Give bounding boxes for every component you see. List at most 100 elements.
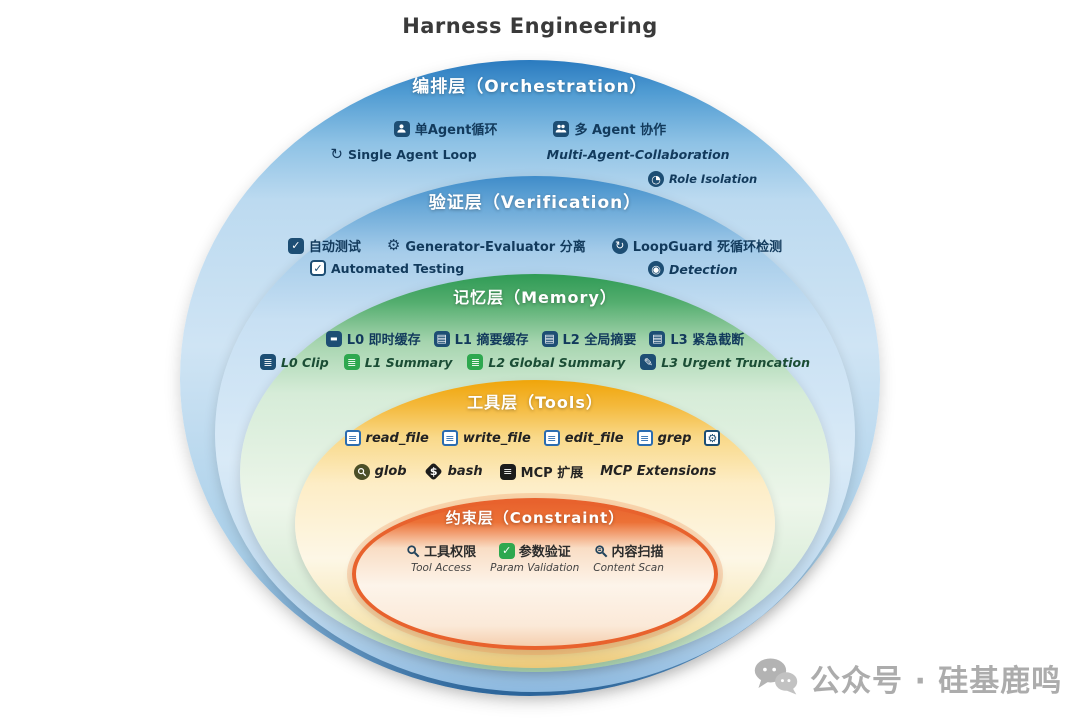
constraint-header: 约束层（Constraint） [445, 509, 625, 527]
l3-truncation-item: L3 Urgent Truncation [640, 354, 810, 370]
auto-test-label: 自动测试 [308, 240, 361, 255]
multi-agent-icon [553, 120, 570, 137]
watermark: 公众号 · 硅基鹿鸣 [752, 656, 1062, 700]
l0-clip-item: L0 Clip [259, 354, 329, 370]
multi-agent-collab-item: Multi-Agent-Collaboration [547, 147, 730, 162]
file-icon [636, 430, 653, 446]
role-isolation-label: Role Isolation [669, 172, 758, 186]
truncation-icon [649, 330, 666, 347]
edit-file-item: edit_file [543, 430, 624, 446]
automated-testing-label: Automated Testing [331, 260, 465, 276]
agent-icon [393, 120, 410, 137]
bash-item: bash [423, 462, 483, 481]
tool-access-label: 工具权限 [424, 545, 477, 560]
content-scan-icon [594, 544, 608, 558]
memory-header: 记忆层（Memory） [453, 288, 617, 307]
global-summary-icon [541, 330, 558, 347]
generator-evaluator-label: Generator-Evaluator 分离 [405, 240, 586, 255]
detection-label: Detection [669, 261, 738, 277]
content-scan-label: 内容扫描 [611, 545, 664, 560]
l1-summary-item: L1 Summary [343, 354, 453, 370]
write-file-label: write_file [462, 430, 531, 446]
pencil-icon [640, 354, 657, 370]
l3-cache-item: L3 紧急截断 [649, 329, 744, 348]
loopguard-item: LoopGuard 死循环检测 [611, 236, 783, 255]
file-icon [441, 430, 458, 446]
summary-doc-icon [343, 354, 360, 370]
tool-access-item: 工具权限 Tool Access [406, 541, 476, 574]
cache-icon [325, 330, 342, 347]
edit-file-label: edit_file [564, 430, 624, 446]
grep-item: grep [636, 430, 692, 446]
l3-cache-label: L3 紧急截断 [670, 333, 745, 348]
orchestration-row2: Single Agent Loop Multi-Agent-Collaborat… [180, 147, 880, 162]
mcp-extensions-label: MCP Extensions [600, 464, 717, 479]
multi-agent-item: 多 Agent 协作 [553, 119, 666, 138]
auto-test-item: 自动测试 [287, 236, 361, 255]
file-icon [543, 430, 560, 446]
single-agent-loop-item: Single Agent Loop [330, 147, 477, 162]
gear-icon [387, 238, 400, 253]
l0-clip-label: L0 Clip [280, 354, 329, 370]
l1-cache-label: L1 摘要缓存 [454, 333, 529, 348]
global-doc-icon [467, 354, 484, 370]
summary-cache-icon [433, 330, 450, 347]
param-check-icon [498, 542, 515, 559]
layer-ellipse-constraint [352, 498, 718, 650]
l0-cache-item: L0 即时缓存 [325, 329, 421, 348]
loopguard-label: LoopGuard 死循环检测 [632, 240, 783, 255]
generator-evaluator-item: Generator-Evaluator 分离 [387, 236, 586, 255]
wechat-icon [752, 656, 800, 700]
bash-label: bash [447, 464, 483, 479]
verification-header: 验证层（Verification） [428, 193, 642, 213]
single-agent-item: 单Agent循环 [393, 119, 498, 138]
content-scan-sub: Content Scan [593, 562, 664, 574]
refresh-icon [330, 147, 343, 162]
l3-truncation-label: L3 Urgent Truncation [661, 354, 810, 370]
single-agent-loop-label: Single Agent Loop [348, 147, 477, 162]
tools-header: 工具层（Tools） [467, 393, 603, 412]
tools-row2: glob bash MCP 扩展 MCP Extensions [295, 462, 775, 481]
verification-row1: 自动测试 Generator-Evaluator 分离 LoopGuard 死循… [215, 236, 855, 255]
role-isolation-item: Role Isolation [648, 171, 757, 187]
orchestration-row1: 单Agent循环 多 Agent 协作 [180, 119, 880, 138]
constraint-row: 工具权限 Tool Access 参数验证 Param Validation 内… [352, 541, 718, 574]
mcp-item: MCP 扩展 [499, 462, 584, 481]
automated-testing-item: Automated Testing [310, 260, 464, 276]
l1-summary-label: L1 Summary [364, 354, 453, 370]
single-agent-label: 单Agent循环 [414, 123, 498, 138]
detection-icon [648, 261, 664, 277]
mcp-extensions-item: MCP Extensions [600, 464, 716, 479]
read-file-item: read_file [344, 430, 429, 446]
diagram-title: Harness Engineering [402, 14, 658, 38]
l2-global-summary-label: L2 Global Summary [488, 354, 626, 370]
grep-label: grep [657, 430, 692, 446]
l2-cache-item: L2 全局摘要 [541, 329, 637, 348]
memory-row2: L0 Clip L1 Summary L2 Global Summary L3 … [240, 354, 830, 370]
tool-access-icon [406, 544, 420, 558]
param-validation-sub: Param Validation [490, 562, 580, 574]
memory-row1: L0 即时缓存 L1 摘要缓存 L2 全局摘要 L3 紧急截断 [240, 329, 830, 348]
tool-access-sub: Tool Access [410, 562, 472, 574]
multi-agent-label: 多 Agent 协作 [574, 123, 667, 138]
write-file-item: write_file [441, 430, 531, 446]
stack-icon [499, 463, 516, 480]
l2-global-summary-item: L2 Global Summary [467, 354, 625, 370]
checkbox-icon [287, 237, 304, 254]
file-gear-icon [704, 430, 721, 446]
l2-cache-label: L2 全局摘要 [562, 333, 637, 348]
param-validation-item: 参数验证 Param Validation [490, 541, 579, 574]
mcp-label: MCP 扩展 [520, 466, 584, 481]
bash-icon [423, 462, 443, 481]
l1-cache-item: L1 摘要缓存 [433, 329, 529, 348]
glob-label: glob [374, 464, 407, 479]
detection-item: Detection [648, 261, 737, 277]
orchestration-header: 编排层（Orchestration） [412, 77, 648, 97]
tools-row1: read_file write_file edit_file grep [295, 430, 775, 446]
check-square-icon [310, 260, 326, 276]
param-validation-label: 参数验证 [518, 545, 571, 560]
watermark-text: 公众号 · 硅基鹿鸣 [810, 664, 1063, 699]
file-icon [344, 430, 361, 446]
glob-item: glob [353, 463, 407, 480]
